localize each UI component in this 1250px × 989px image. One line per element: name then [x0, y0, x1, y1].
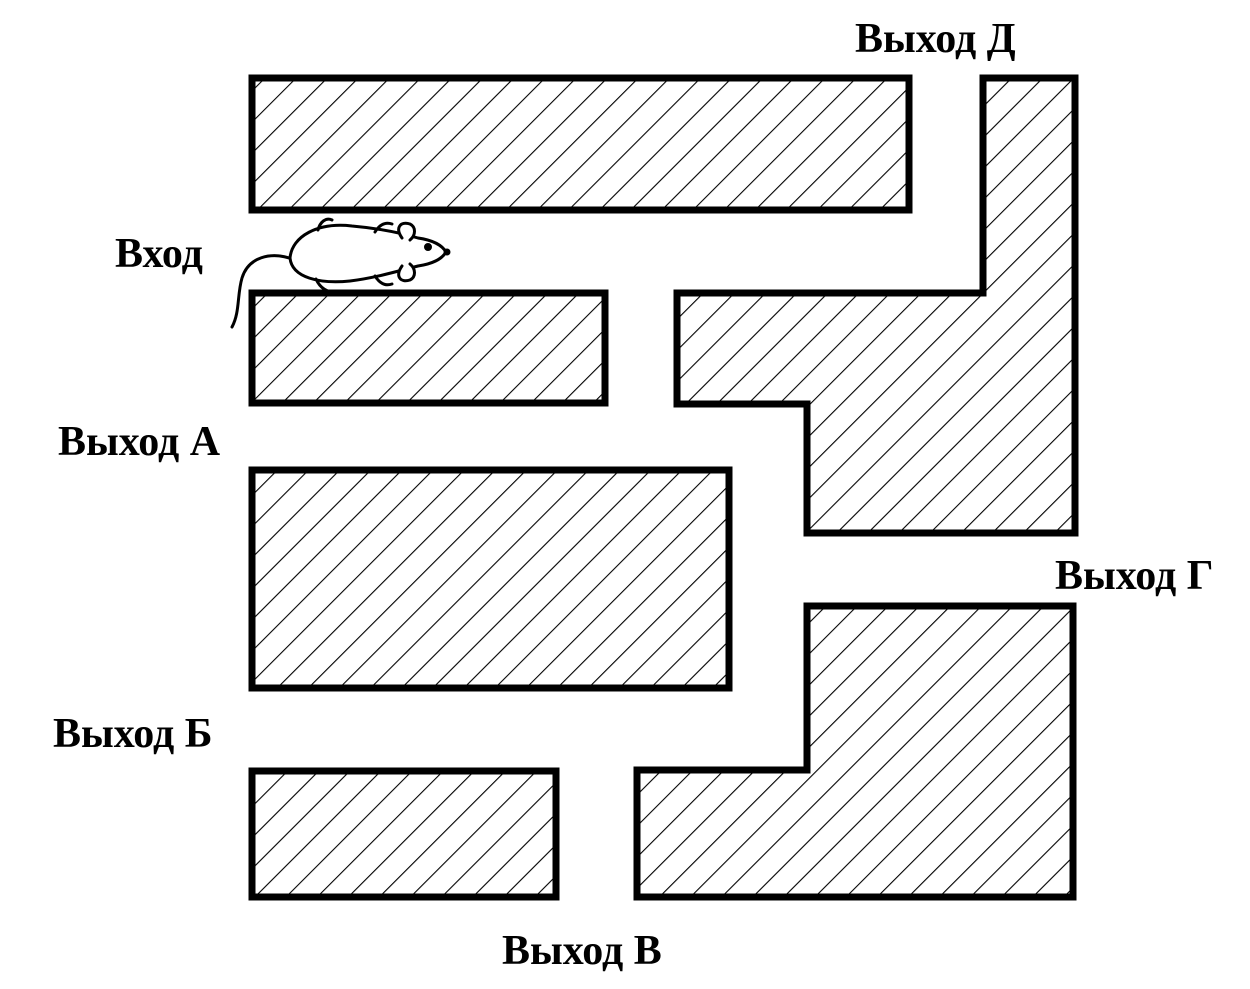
wall-bottom-left	[248, 767, 560, 901]
wall-top	[248, 74, 913, 214]
wall-right-upper	[673, 74, 1079, 537]
wall-right-lower	[633, 602, 1077, 901]
entrance-label: Вход	[115, 231, 203, 277]
exit-b-label: Выход Б	[53, 711, 213, 757]
exit-v-label: Выход В	[502, 928, 662, 974]
exit-a-label: Выход А	[58, 419, 221, 465]
wall-middle-left	[248, 466, 733, 692]
exit-g-label: Выход Г	[1055, 553, 1214, 599]
mouse-icon	[230, 217, 451, 329]
wall-entrance	[248, 289, 609, 407]
exit-d-label: Выход Д	[855, 16, 1016, 62]
